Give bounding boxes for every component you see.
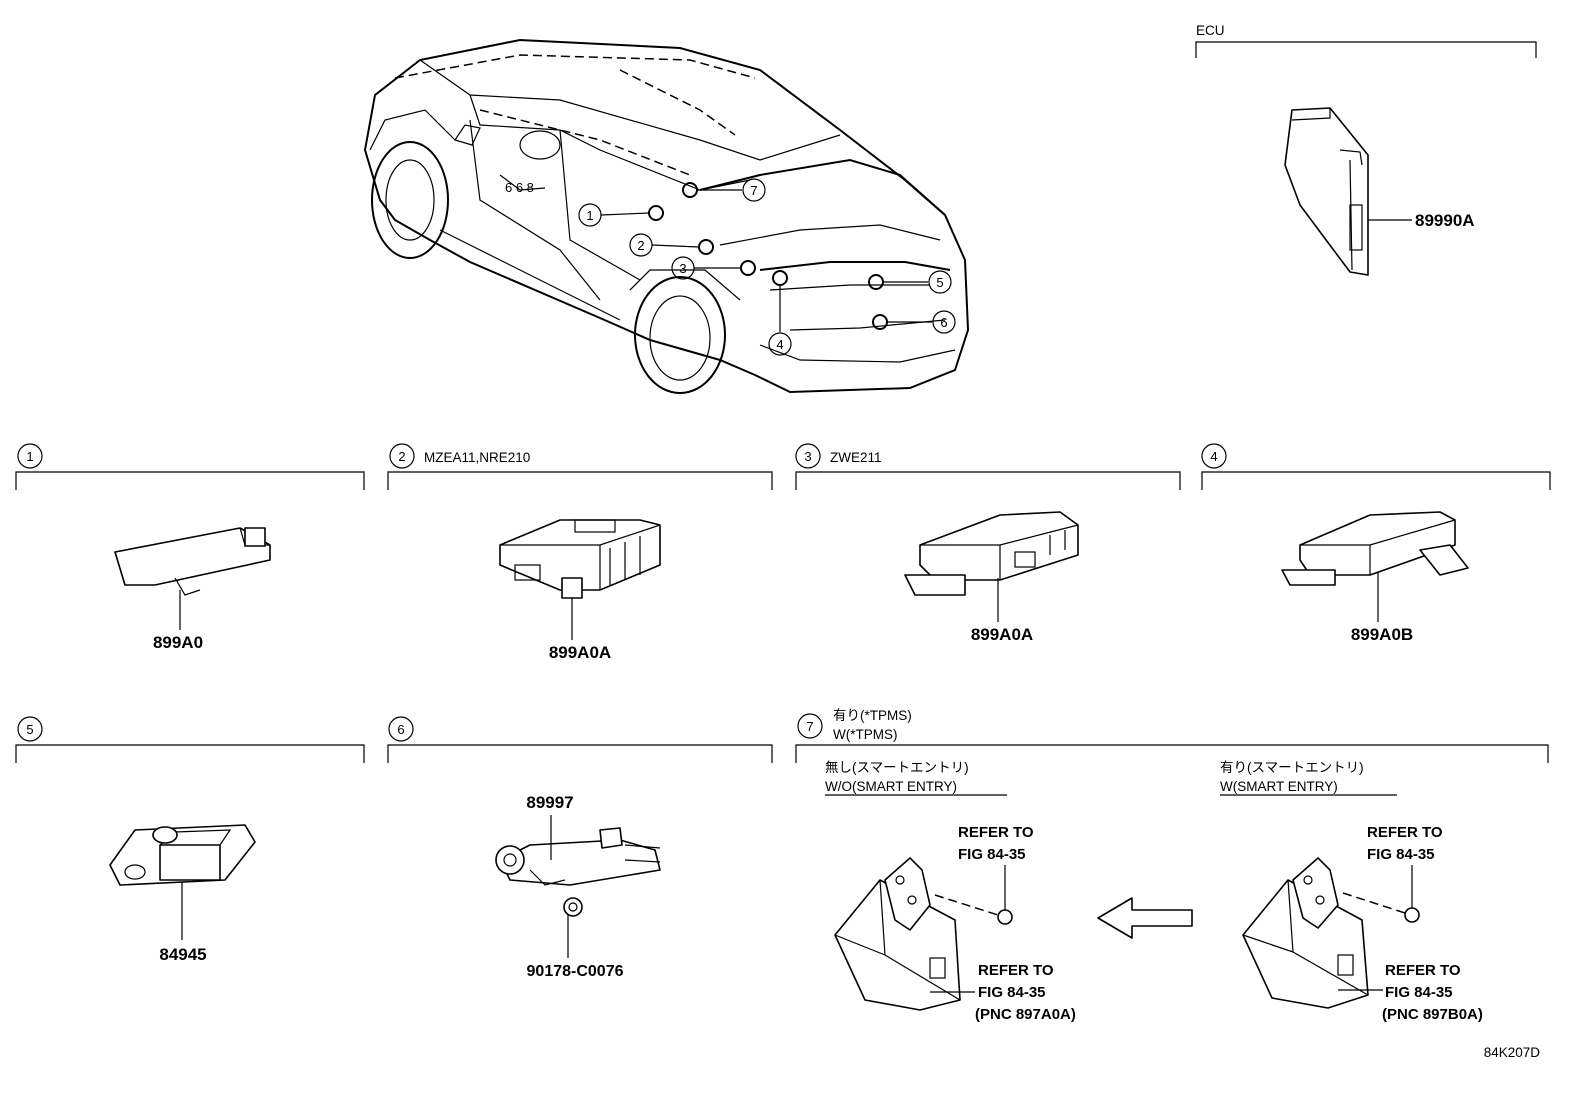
panel-7-right-variant: 有り(スマートエントリ) W(SMART ENTRY) REFER TO FIG… xyxy=(1220,760,1483,1023)
panel-2-note: MZEA11,NRE210 xyxy=(424,450,530,465)
panel-3: 3 ZWE211 899A0A xyxy=(795,443,1181,644)
right-unit-refer-line-2: FIG 84-35 xyxy=(1385,984,1453,1001)
left-condition-jp: 無し(スマートエントリ) xyxy=(825,760,969,775)
panel-7-note-jp: 有り(*TPMS) xyxy=(833,708,912,723)
svg-text:2: 2 xyxy=(637,238,644,253)
sensor-899a0-drawing xyxy=(114,527,271,596)
panel-7-left-variant: 無し(スマートエントリ) W/O(SMART ENTRY) REFER TO F… xyxy=(825,760,1076,1023)
svg-text:5: 5 xyxy=(26,722,33,737)
svg-text:4: 4 xyxy=(776,337,783,352)
sensor-location-1 xyxy=(648,205,664,221)
ecu-part-number: 89990A xyxy=(1415,211,1475,230)
panel-4: 4 899A0B xyxy=(1201,443,1551,644)
panel-6: 6 89997 90178-C0076 xyxy=(387,716,773,980)
right-unit-refer-line-1: REFER TO xyxy=(1385,962,1461,979)
right-bolt-refer-line-2: FIG 84-35 xyxy=(1367,846,1435,863)
left-condition-en: W/O(SMART ENTRY) xyxy=(825,779,957,794)
overview-callout-6: 6 xyxy=(932,310,956,334)
sensor-location-2 xyxy=(698,239,714,255)
svg-text:5: 5 xyxy=(936,275,943,290)
panel-7: 7 有り(*TPMS) W(*TPMS) 無し(スマートエントリ) W/O(SM… xyxy=(795,708,1549,1023)
sensor-location-6 xyxy=(872,314,888,330)
left-bolt-refer-line-1: REFER TO xyxy=(958,824,1034,841)
sensor-89997-drawing xyxy=(495,827,661,917)
part-number-899a0: 899A0 xyxy=(153,633,203,652)
sensor-899a0a-drawing xyxy=(499,519,661,599)
part-number-899a0a-panel-3: 899A0A xyxy=(971,625,1033,644)
svg-text:1: 1 xyxy=(586,208,593,223)
overview-callout-3: 3 xyxy=(671,256,695,280)
svg-text:7: 7 xyxy=(806,719,813,734)
sensor-location-5 xyxy=(868,274,884,290)
ecu-label: ECU xyxy=(1196,23,1225,38)
left-unit-refer-line-3: (PNC 897A0A) xyxy=(975,1006,1076,1023)
left-unit-refer-line-2: FIG 84-35 xyxy=(978,984,1046,1001)
panel-1: 1 899A0 xyxy=(15,443,365,652)
left-unit-refer-line-1: REFER TO xyxy=(978,962,1054,979)
sensor-location-7 xyxy=(682,182,698,198)
replacement-arrow xyxy=(1097,897,1193,939)
svg-text:6 6 8: 6 6 8 xyxy=(505,180,534,195)
svg-text:4: 4 xyxy=(1210,449,1217,464)
sensor-location-4 xyxy=(772,270,788,286)
svg-text:6: 6 xyxy=(940,315,947,330)
panel-7-note-en: W(*TPMS) xyxy=(833,727,898,742)
figure-code: 84K207D xyxy=(1484,1045,1541,1060)
part-number-90178-c0076: 90178-C0076 xyxy=(527,963,624,980)
svg-text:3: 3 xyxy=(679,261,686,276)
panel-5: 5 84945 xyxy=(15,716,365,964)
overview-callout-1: 1 xyxy=(578,203,602,227)
part-number-899a0a-panel-2: 899A0A xyxy=(549,643,611,662)
left-receiver-unit-drawing xyxy=(834,857,961,1011)
svg-text:3: 3 xyxy=(804,449,811,464)
sensor-84945-drawing xyxy=(109,824,256,886)
overview-callout-5: 5 xyxy=(928,270,952,294)
part-number-899a0b: 899A0B xyxy=(1351,625,1413,644)
part-number-84945: 84945 xyxy=(159,945,206,964)
svg-text:6: 6 xyxy=(397,722,404,737)
overview-callout-2: 2 xyxy=(629,233,653,257)
part-number-89997: 89997 xyxy=(526,793,573,812)
svg-text:2: 2 xyxy=(398,449,405,464)
svg-text:1: 1 xyxy=(26,449,33,464)
sensor-899a0b-drawing xyxy=(1281,511,1469,586)
right-condition-jp: 有り(スマートエントリ) xyxy=(1220,760,1364,775)
right-receiver-unit-drawing xyxy=(1242,857,1369,1009)
overview-callout-7: 7 xyxy=(742,178,766,202)
right-unit-refer-line-3: (PNC 897B0A) xyxy=(1382,1006,1483,1023)
vehicle-overview-illustration: 6 6 8 1 2 xyxy=(363,38,970,394)
sensor-899a0a-variant-drawing xyxy=(904,511,1079,596)
left-bolt-refer-line-2: FIG 84-35 xyxy=(958,846,1026,863)
svg-text:7: 7 xyxy=(750,183,757,198)
panel-2: 2 MZEA11,NRE210 899A0A xyxy=(387,443,773,662)
ecu-unit-drawing xyxy=(1284,107,1369,276)
overview-callout-4: 4 xyxy=(768,332,792,356)
ecu-section: ECU 89990A xyxy=(1195,23,1537,276)
sensor-location-3 xyxy=(740,260,756,276)
right-condition-en: W(SMART ENTRY) xyxy=(1220,779,1338,794)
panel-3-note: ZWE211 xyxy=(830,450,882,465)
right-bolt-refer-line-1: REFER TO xyxy=(1367,824,1443,841)
